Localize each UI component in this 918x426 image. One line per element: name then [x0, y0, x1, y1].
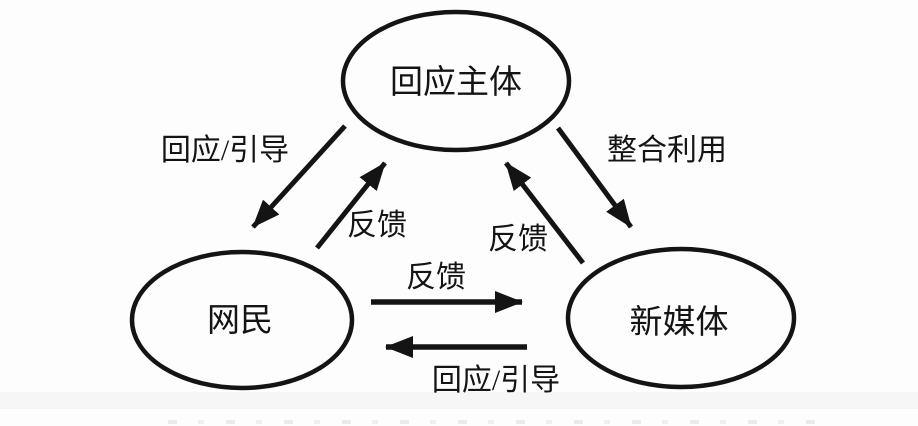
edge-label-response-guide-left: 回应/引导 — [161, 134, 289, 167]
edge-label-feedback-right: 反馈 — [488, 223, 548, 256]
node-ellipse-netizens — [129, 249, 355, 391]
cropped-caption-remnant — [168, 420, 830, 424]
edge-label-integrate-utilize: 整合利用 — [607, 134, 727, 167]
edge-integrate-utilize — [555, 126, 634, 229]
node-label-netizens: 网民 — [207, 303, 273, 339]
edge-feedback-right — [504, 161, 585, 265]
edge-response-guide-left — [251, 124, 347, 229]
node-label-response-subject: 回应主体 — [390, 64, 522, 101]
node-label-new-media: 新媒体 — [630, 304, 729, 341]
edge-feedback-left — [315, 161, 387, 250]
edge-label-response-guide-center: 回应/引导 — [432, 364, 560, 397]
scan-artifact-band — [0, 392, 918, 409]
node-ellipse-response-subject — [340, 9, 572, 153]
edge-label-feedback-left: 反馈 — [347, 209, 407, 242]
edge-label-feedback-center: 反馈 — [406, 261, 466, 294]
node-ellipse-new-media — [565, 246, 797, 390]
